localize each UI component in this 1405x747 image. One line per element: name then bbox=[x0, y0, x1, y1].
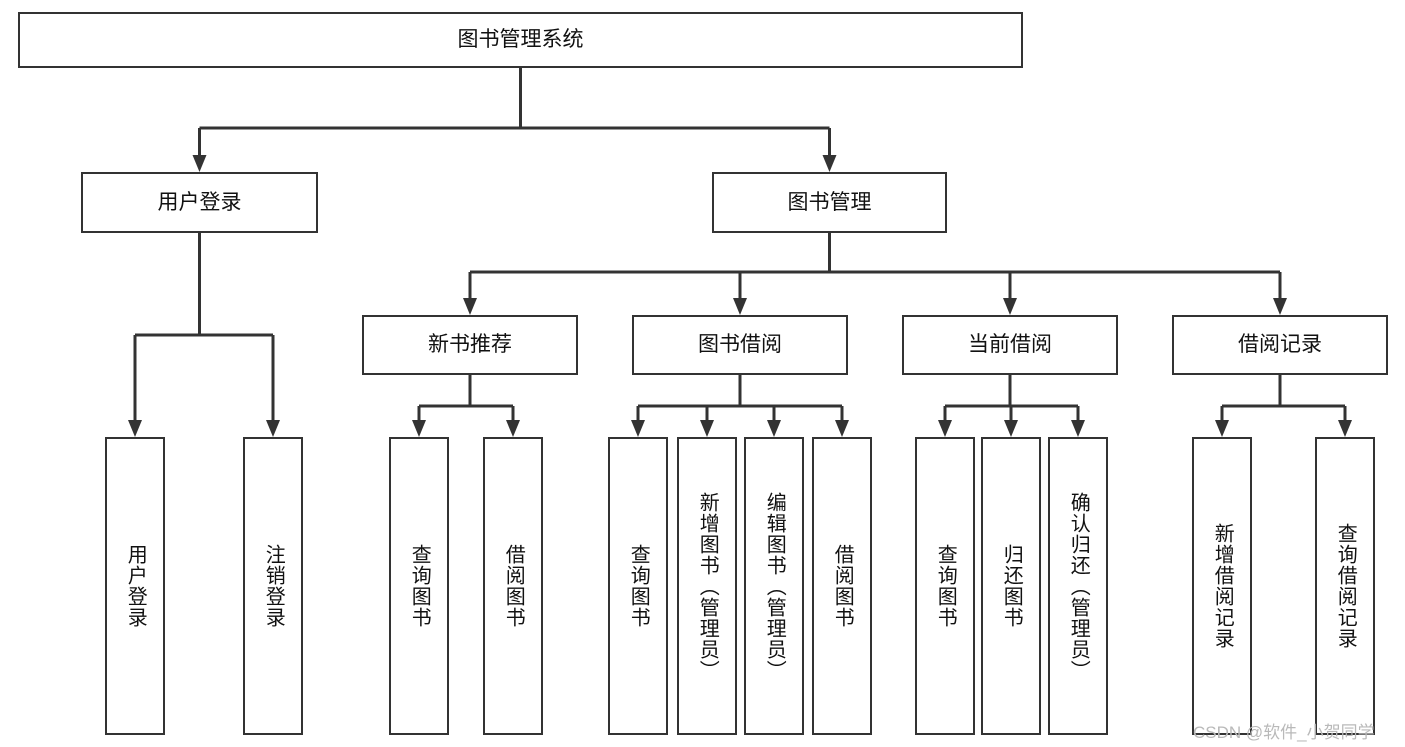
node-label: 归还图书 bbox=[1000, 544, 1023, 628]
arrowhead bbox=[1215, 420, 1229, 437]
node-leaf-borrow-book-rec[interactable]: 借阅图书 bbox=[483, 437, 543, 735]
node-leaf-query-book-rec[interactable]: 查询图书 bbox=[389, 437, 449, 735]
node-label: 新书推荐 bbox=[428, 333, 512, 357]
node-borrow-record[interactable]: 借阅记录 bbox=[1172, 315, 1388, 375]
node-leaf-add-book[interactable]: 新增图书（管理员） bbox=[677, 437, 737, 735]
arrowhead bbox=[631, 420, 645, 437]
arrowhead bbox=[767, 420, 781, 437]
node-label: 借阅记录 bbox=[1238, 333, 1322, 357]
node-leaf-query-book[interactable]: 查询图书 bbox=[608, 437, 668, 735]
arrowhead bbox=[128, 420, 142, 437]
arrowhead bbox=[506, 420, 520, 437]
node-label: 当前借阅 bbox=[968, 333, 1052, 357]
node-label: 确认归还（管理员） bbox=[1067, 491, 1090, 681]
node-leaf-add-record[interactable]: 新增借阅记录 bbox=[1192, 437, 1252, 735]
node-label: 图书管理系统 bbox=[457, 28, 584, 52]
node-leaf-query-book-cur[interactable]: 查询图书 bbox=[915, 437, 975, 735]
node-label: 新增图书（管理员） bbox=[696, 491, 719, 681]
node-label: 编辑图书（管理员） bbox=[763, 491, 786, 681]
node-label: 借阅图书 bbox=[502, 544, 525, 628]
node-root[interactable]: 图书管理系统 bbox=[18, 12, 1023, 68]
node-leaf-logout[interactable]: 注销登录 bbox=[243, 437, 303, 735]
node-leaf-query-record[interactable]: 查询借阅记录 bbox=[1315, 437, 1375, 735]
arrowhead bbox=[938, 420, 952, 437]
arrowhead bbox=[1273, 298, 1287, 315]
node-book-borrow[interactable]: 图书借阅 bbox=[632, 315, 848, 375]
node-user-login[interactable]: 用户登录 bbox=[81, 172, 318, 233]
arrowhead bbox=[1004, 420, 1018, 437]
arrowhead bbox=[1338, 420, 1352, 437]
arrowhead bbox=[463, 298, 477, 315]
node-label: 查询借阅记录 bbox=[1334, 523, 1357, 649]
node-label: 借阅图书 bbox=[831, 544, 854, 628]
node-leaf-user-login[interactable]: 用户登录 bbox=[105, 437, 165, 735]
node-label: 查询图书 bbox=[934, 544, 957, 628]
arrowhead bbox=[1003, 298, 1017, 315]
node-book-manage[interactable]: 图书管理 bbox=[712, 172, 947, 233]
arrowhead bbox=[835, 420, 849, 437]
arrowhead bbox=[822, 155, 837, 172]
arrowhead bbox=[1071, 420, 1085, 437]
arrowhead bbox=[412, 420, 426, 437]
node-label: 注销登录 bbox=[262, 544, 285, 628]
node-label: 查询图书 bbox=[627, 544, 650, 628]
node-label: 查询图书 bbox=[408, 544, 431, 628]
node-new-book-rec[interactable]: 新书推荐 bbox=[362, 315, 578, 375]
node-current-borrow[interactable]: 当前借阅 bbox=[902, 315, 1118, 375]
node-label: 新增借阅记录 bbox=[1211, 523, 1234, 649]
node-label: 用户登录 bbox=[157, 190, 242, 214]
node-label: 图书管理 bbox=[787, 190, 872, 214]
arrowhead bbox=[192, 155, 207, 172]
node-leaf-confirm-return[interactable]: 确认归还（管理员） bbox=[1048, 437, 1108, 735]
arrowhead bbox=[733, 298, 747, 315]
arrowhead bbox=[266, 420, 280, 437]
node-leaf-edit-book[interactable]: 编辑图书（管理员） bbox=[744, 437, 804, 735]
node-label: 用户登录 bbox=[124, 544, 147, 628]
node-label: 图书借阅 bbox=[698, 333, 782, 357]
arrowhead bbox=[700, 420, 714, 437]
node-leaf-borrow-book[interactable]: 借阅图书 bbox=[812, 437, 872, 735]
node-leaf-return-book[interactable]: 归还图书 bbox=[981, 437, 1041, 735]
